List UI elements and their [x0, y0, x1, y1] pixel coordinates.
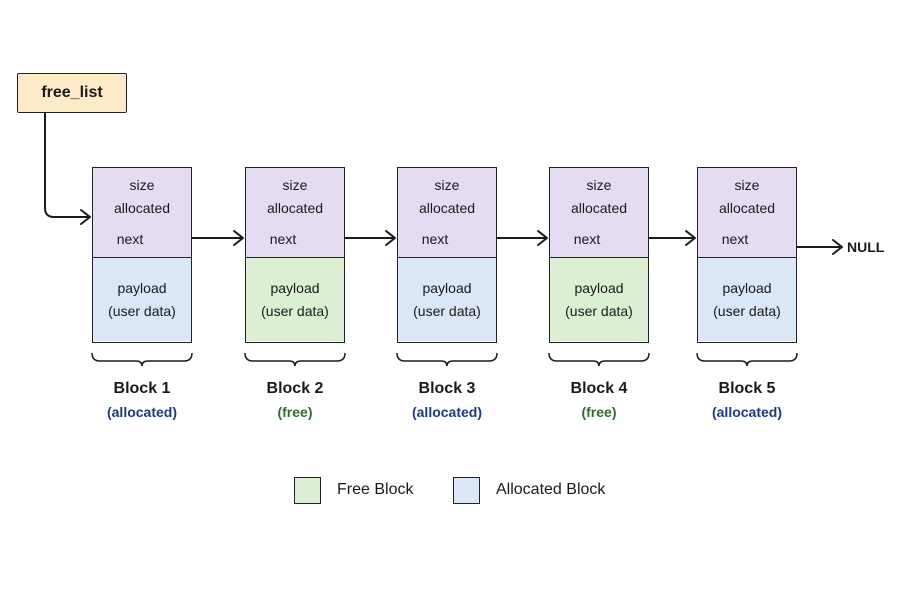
block-payload: payload (user data) [698, 258, 796, 341]
field-allocated: allocated [418, 200, 476, 216]
field-next: next [421, 231, 449, 247]
block-state: (free) [277, 404, 313, 420]
field-size: size [434, 177, 460, 193]
next-pointer-arrowhead-1 [233, 230, 244, 246]
block-3: size allocated next payload (user data) [397, 167, 497, 343]
block-header: size allocated next [93, 168, 191, 258]
payload-detail: (user data) [108, 302, 176, 319]
field-size: size [586, 177, 612, 193]
block-5: size allocated next payload (user data) [697, 167, 797, 343]
field-allocated: allocated [113, 200, 171, 216]
free-list-head: free_list [17, 73, 127, 113]
block-3-brace [396, 352, 498, 367]
block-1-brace [91, 352, 193, 367]
block-payload: payload (user data) [550, 258, 648, 341]
block-2-brace [244, 352, 346, 367]
block-payload: payload (user data) [398, 258, 496, 341]
block-4-brace [548, 352, 650, 367]
block-name: Block 3 [418, 380, 476, 397]
block-payload: payload (user data) [93, 258, 191, 341]
block-payload: payload (user data) [246, 258, 344, 341]
payload-detail: (user data) [565, 302, 633, 319]
field-allocated: allocated [266, 200, 324, 216]
block-2-label: Block 2 (free) [225, 378, 365, 424]
block-header: size allocated next [398, 168, 496, 258]
next-pointer-arrowhead-4 [685, 230, 696, 246]
next-pointer-arrowhead-3 [537, 230, 548, 246]
block-header: size allocated next [550, 168, 648, 258]
null-terminator: NULL [847, 239, 885, 255]
legend-swatch-free [294, 476, 321, 504]
payload-label: payload [117, 279, 167, 296]
field-size: size [282, 177, 308, 193]
payload-detail: (user data) [261, 302, 329, 319]
block-name: Block 2 [266, 380, 324, 397]
legend-label-allocated: Allocated Block [496, 481, 606, 498]
block-name: Block 4 [570, 380, 628, 397]
field-allocated: allocated [570, 200, 628, 216]
block-state: (allocated) [106, 404, 177, 420]
payload-label: payload [722, 279, 772, 296]
legend-item-free: Free Block [294, 476, 413, 504]
payload-label: payload [574, 279, 624, 296]
payload-detail: (user data) [713, 302, 781, 319]
block-5-label: Block 5 (allocated) [677, 378, 817, 424]
legend-item-allocated: Allocated Block [453, 476, 605, 504]
block-state: (allocated) [411, 404, 482, 420]
block-5-brace [696, 352, 798, 367]
legend-swatch-allocated [453, 476, 480, 504]
payload-label: payload [422, 279, 472, 296]
field-size: size [734, 177, 760, 193]
block-state: (free) [581, 404, 617, 420]
payload-label: payload [270, 279, 320, 296]
next-pointer-arrowhead-2 [385, 230, 396, 246]
field-size: size [129, 177, 155, 193]
field-allocated: allocated [718, 200, 776, 216]
block-1-label: Block 1 (allocated) [72, 378, 212, 424]
free-list-pointer-arrowhead [80, 209, 91, 225]
block-name: Block 1 [113, 380, 171, 397]
block-1: size allocated next payload (user data) [92, 167, 192, 343]
block-state: (allocated) [711, 404, 782, 420]
block-header: size allocated next [698, 168, 796, 258]
block-3-label: Block 3 (allocated) [377, 378, 517, 424]
legend-label-free: Free Block [337, 481, 414, 498]
block-name: Block 5 [718, 380, 776, 397]
payload-detail: (user data) [413, 302, 481, 319]
free-list-pointer-line [44, 113, 90, 218]
field-next: next [573, 231, 601, 247]
block-4: size allocated next payload (user data) [549, 167, 649, 343]
block-4-label: Block 4 (free) [529, 378, 669, 424]
null-pointer-arrowhead [832, 239, 843, 255]
field-next: next [116, 231, 144, 247]
block-header: size allocated next [246, 168, 344, 258]
field-next: next [721, 231, 749, 247]
field-next: next [269, 231, 297, 247]
block-2: size allocated next payload (user data) [245, 167, 345, 343]
free-list-label: free_list [41, 84, 103, 101]
